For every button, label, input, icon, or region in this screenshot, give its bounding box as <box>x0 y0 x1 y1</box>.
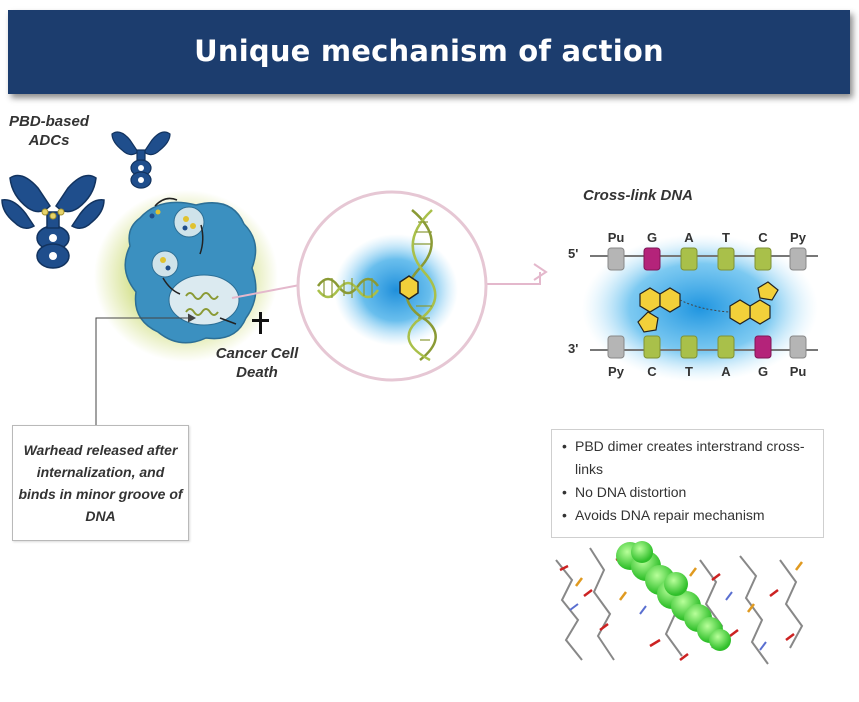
adc-label: PBD-based ADCs <box>8 113 90 149</box>
bullet-dot-icon: • <box>562 507 567 523</box>
five-prime-label: 5' <box>568 246 579 261</box>
bullet-text: No DNA distortion <box>575 484 687 500</box>
bullet-dot-icon: • <box>562 438 567 454</box>
dna-3d-structure-image <box>555 541 804 665</box>
top-base-label: G <box>646 230 658 245</box>
top-base-label: C <box>758 230 768 245</box>
cancer-cell-death-label: Cancer Cell Death <box>215 345 299 381</box>
warhead-payload-icon <box>41 208 65 220</box>
cancer-cell <box>94 190 278 362</box>
pbd-dimer-structure <box>637 281 779 333</box>
warhead-callout-box: Warhead released after internalization, … <box>12 425 189 541</box>
antibody-large-icon <box>1 174 105 269</box>
bottom-base-label: C <box>647 364 657 379</box>
top-base-label: Pu <box>607 230 625 245</box>
three-prime-label: 3' <box>568 341 579 356</box>
top-base-label: Py <box>790 230 806 245</box>
bottom-strand-bases <box>607 335 807 359</box>
bottom-base-label: A <box>721 364 731 379</box>
bottom-base-label: Py <box>608 364 624 379</box>
connector-lines <box>95 263 548 425</box>
top-base-label: T <box>722 230 730 245</box>
crosslink-dna-title: Cross-link DNA <box>583 187 694 204</box>
bullet-text: PBD dimer creates interstrand cross-link… <box>575 438 805 477</box>
warhead-callout-text: Warhead released after internalization, … <box>18 442 183 524</box>
title-banner: Unique mechanism of action <box>8 10 850 94</box>
bullet-list-box: • PBD dimer creates interstrand cross-lin… <box>551 429 824 538</box>
top-base-label: A <box>684 230 694 245</box>
antibody-small-icon <box>111 131 171 189</box>
bullet-item: • No DNA distortion <box>562 481 817 504</box>
bullet-text: Avoids DNA repair mechanism <box>575 507 765 523</box>
bullet-item: • Avoids DNA repair mechanism <box>562 504 817 527</box>
bottom-base-label: Pu <box>789 364 807 379</box>
bottom-base-label: G <box>757 364 769 379</box>
bullet-dot-icon: • <box>562 484 567 500</box>
dna-zoom-circle <box>296 190 488 382</box>
death-cross-icon <box>252 312 269 334</box>
page-title: Unique mechanism of action <box>194 34 664 68</box>
bullet-item: • PBD dimer creates interstrand cross-lin… <box>562 435 817 481</box>
top-strand-bases <box>607 247 807 271</box>
bottom-base-label: T <box>685 364 693 379</box>
crosslink-dna-schematic <box>582 234 818 382</box>
